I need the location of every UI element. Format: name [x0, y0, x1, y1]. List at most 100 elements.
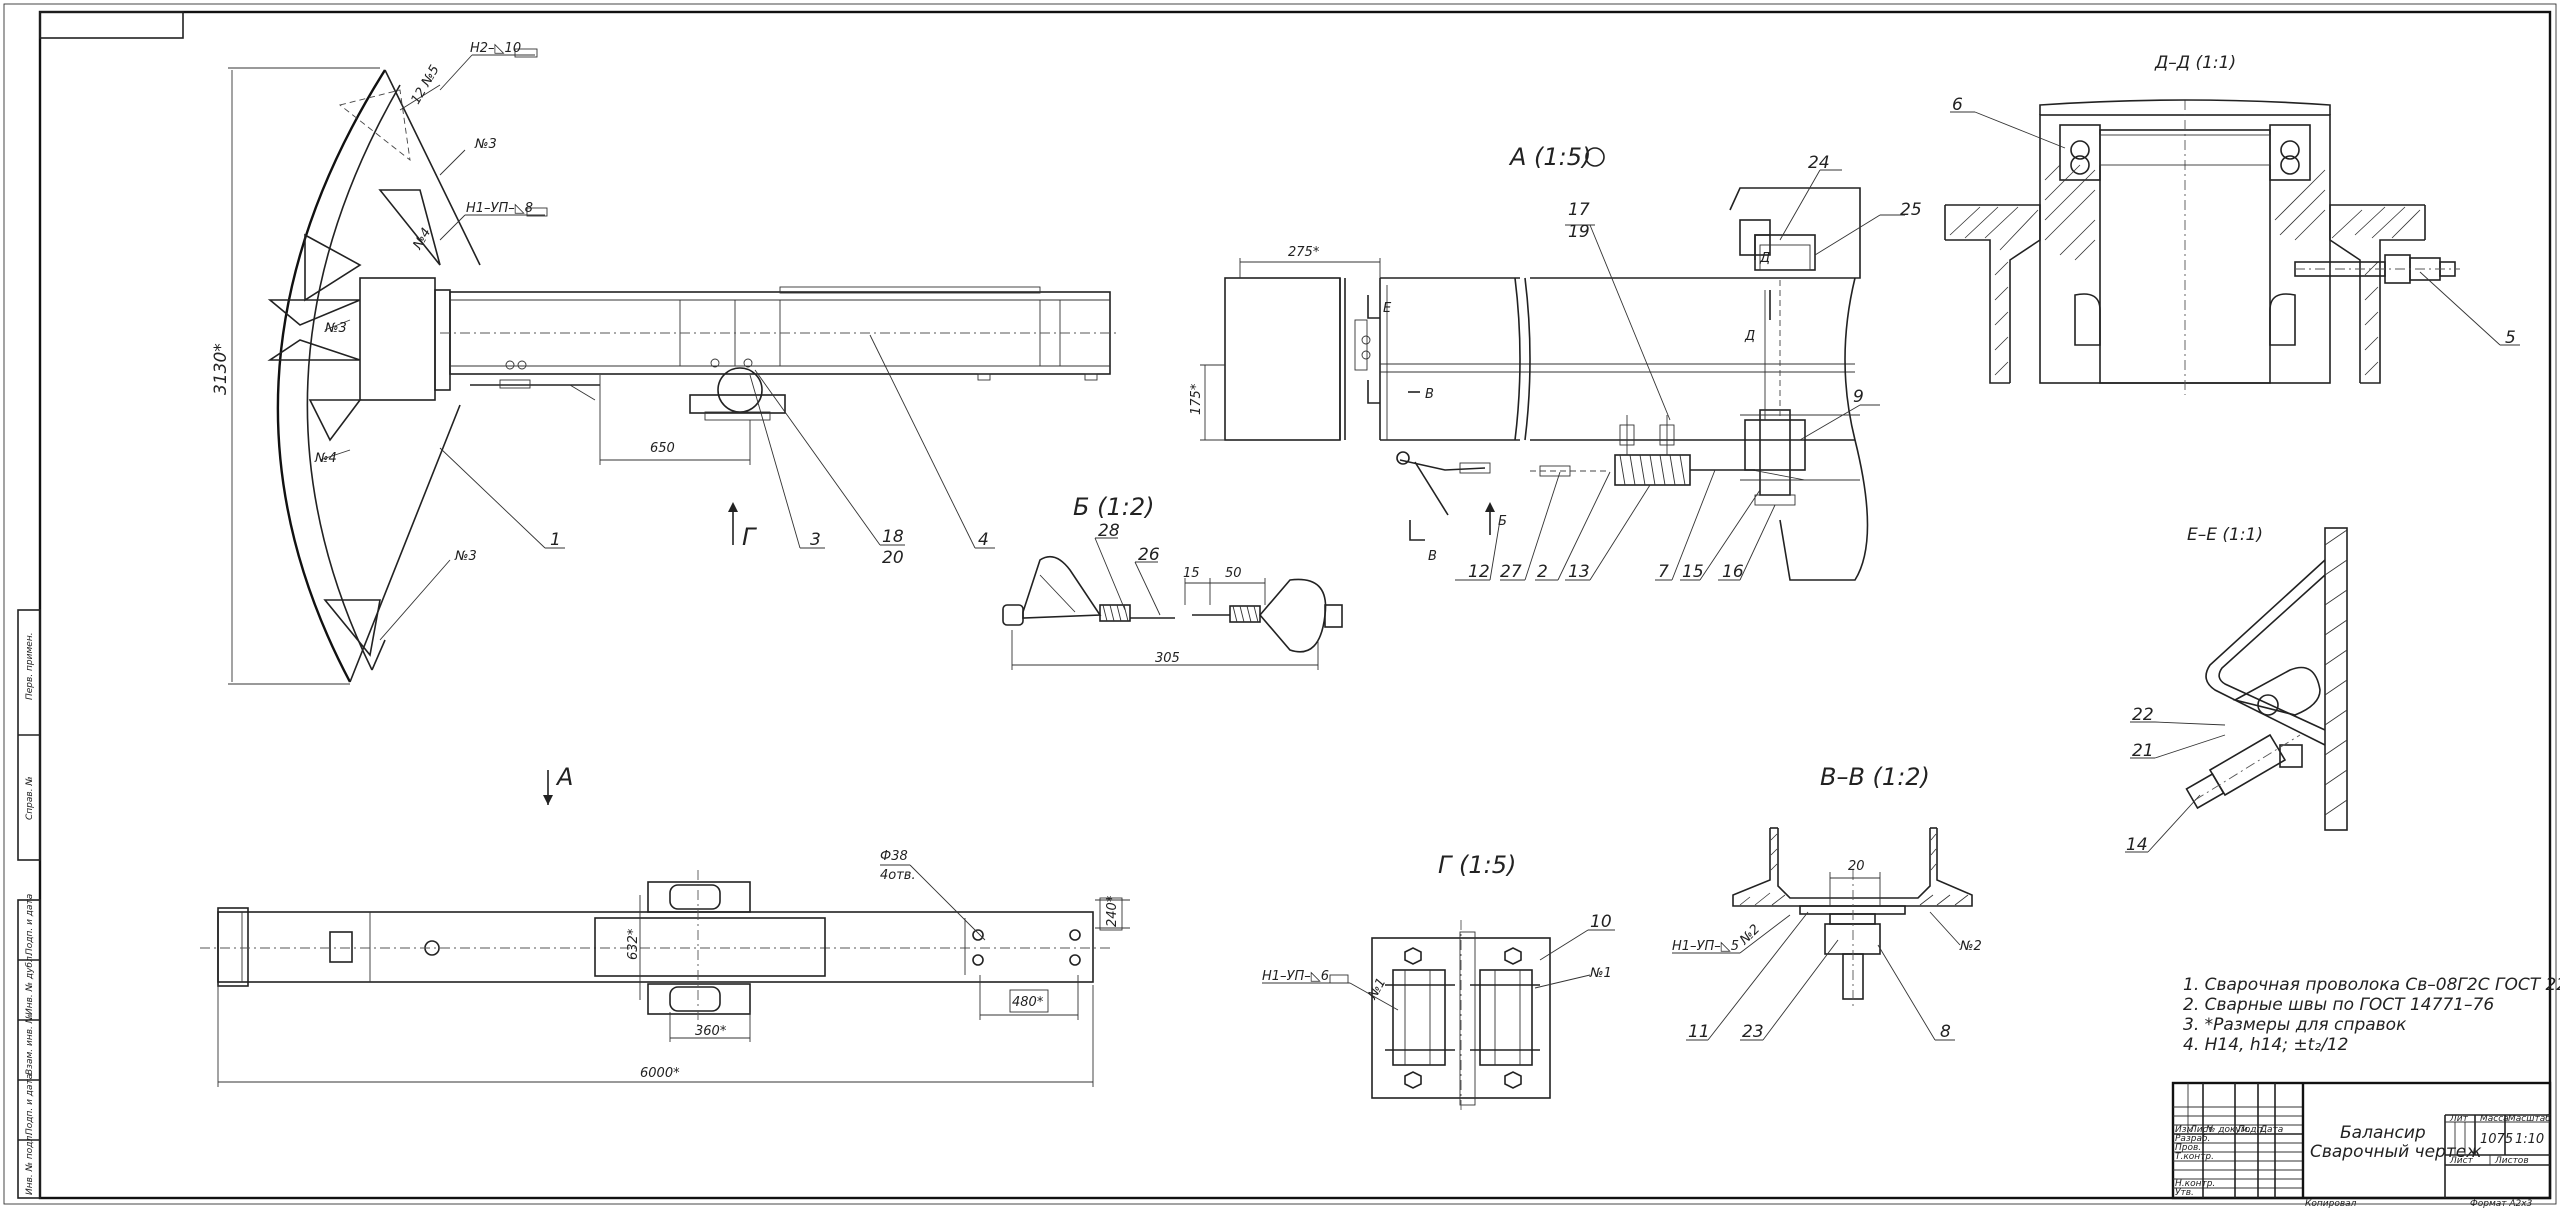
pos-25: 25 [1900, 200, 1922, 220]
view-a-title: А (1:5) [1508, 143, 1591, 171]
pos-28: 28 [1098, 521, 1120, 541]
pos-13: 13 [1568, 562, 1590, 582]
outer-frame [3, 3, 2557, 1205]
tb-row-utv: Утв. [2175, 1188, 2194, 1198]
section-vv-weld: Н1–УП–◺5 [1672, 939, 1739, 954]
tb-lit-header: Лит [2449, 1114, 2469, 1124]
arrow-d-2: Д [1744, 329, 1755, 344]
view-a: А (1:5) [1189, 143, 1922, 582]
pos-6: 6 [1952, 95, 1963, 115]
arrow-a-label: А [555, 763, 573, 791]
view-g-n1b: №1 [1589, 966, 1612, 981]
pos-22: 22 [2132, 705, 2154, 725]
pos-18: 18 [882, 527, 904, 547]
dim-50: 50 [1225, 566, 1242, 581]
pos-17: 17 [1568, 200, 1590, 220]
pos-11: 11 [1688, 1022, 1710, 1042]
tb-col-date: Дата [2259, 1125, 2283, 1135]
arrow-a: А [543, 763, 573, 805]
note-3: 3. *Размеры для справок [2183, 1015, 2407, 1035]
pos-10: 10 [1590, 912, 1612, 932]
weld-label-2: Н1–УП–◺8 [466, 201, 533, 216]
pos-27: 27 [1500, 562, 1522, 582]
arrow-g-label: Г [742, 523, 757, 551]
dim-20: 20 [1848, 859, 1865, 874]
tb-col-izm: Изм [2175, 1125, 2194, 1135]
tb-row-nkontr: Н.контр. [2175, 1179, 2215, 1189]
dim-632: 632* [626, 928, 641, 960]
tb-scale: 1:10 [2515, 1132, 2544, 1147]
dim-3130: 3130* [211, 343, 231, 395]
dim-hole: Ф38 [880, 849, 908, 864]
tb-mass-header: Масса [2480, 1114, 2509, 1124]
tb-title-2: Сварочный чертеж [2310, 1142, 2482, 1162]
pos-7: 7 [1658, 562, 1669, 582]
pos-3: 3 [810, 530, 821, 550]
side-stamp-2: Справ. № [25, 776, 35, 820]
arrow-d-1: Д [1759, 251, 1770, 266]
dim-15: 15 [1183, 566, 1200, 581]
side-stamp-1: Перв. примен. [25, 632, 35, 700]
side-stamp-5: Взам. инв. № [25, 1014, 35, 1075]
side-stamp-3: Подп. и дата [25, 894, 35, 955]
section-ee-title: Е–Е (1:1) [2187, 525, 2263, 545]
tb-col-doc: № докум. [2205, 1125, 2250, 1135]
bottom-view: Ф38 4отв. 632* 360* 480* 6000* 240* [200, 849, 1130, 1087]
dim-6000: 6000* [640, 1066, 680, 1081]
pos-4: 4 [978, 530, 989, 550]
profile-label-6: №3 [454, 549, 477, 564]
pos-15: 15 [1682, 562, 1704, 582]
dim-650: 650 [650, 441, 675, 456]
side-stamp-7: Инв. № подл. [25, 1133, 35, 1195]
section-ee: Е–Е (1:1) 22 21 14 [2125, 525, 2348, 855]
weld-label-1: Н2–◺10 [470, 41, 521, 56]
section-vv-n2b: №2 [1959, 939, 1982, 954]
dim-305: 305 [1155, 651, 1180, 666]
view-g-n1: №1 [1365, 976, 1389, 1003]
pos-5: 5 [2505, 328, 2516, 348]
pos-26: 26 [1138, 545, 1160, 565]
arrow-v-bottom: В [1428, 549, 1437, 564]
tb-col-sign: Подп. [2238, 1125, 2265, 1135]
tb-sheets: Листов [2494, 1156, 2529, 1166]
view-g-title: Г (1:5) [1438, 851, 1516, 879]
dim-240: 240* [1105, 895, 1120, 927]
arrow-b-label: Б [1498, 514, 1507, 529]
tb-sheet: Лист [2449, 1156, 2474, 1166]
section-vv: В–В (1:2) 20 Н1–УП–◺5 №2 №2 11 23 8 [1672, 763, 1982, 1042]
profile-label-1: 12 №5 [408, 63, 442, 107]
side-stamp-4: Инв. № дубл. [25, 953, 35, 1015]
pos-21: 21 [2132, 741, 2154, 761]
tb-row-prov: Пров. [2175, 1143, 2201, 1153]
view-g-weld: Н1–УП–◺6 [1262, 969, 1329, 984]
arrow-e-1: Е [1383, 301, 1392, 316]
tb-row-tkontr: Т.контр. [2175, 1152, 2214, 1162]
profile-label-2: №3 [474, 137, 497, 152]
tb-copied: Копировал [2305, 1199, 2357, 1208]
profile-label-4: №3 [324, 321, 347, 336]
pos-1: 1 [550, 530, 561, 550]
dim-360: 360* [695, 1024, 727, 1039]
section-dd-title: Д–Д (1:1) [2154, 53, 2236, 73]
view-b: Б (1:2) 15 50 305 28 26 [1002, 493, 1343, 670]
dim-175: 175* [1189, 383, 1204, 415]
pos-20: 20 [882, 548, 904, 568]
note-2: 2. Сварные швы по ГОСТ 14771–76 [2183, 995, 2494, 1015]
pos-14: 14 [2126, 835, 2148, 855]
pos-16: 16 [1722, 562, 1744, 582]
section-dd: Д–Д (1:1) 6 [1944, 53, 2520, 395]
tb-title-1: Балансир [2340, 1123, 2426, 1143]
pos-9: 9 [1853, 387, 1864, 407]
view-b-title: Б (1:2) [1073, 493, 1154, 521]
side-stamp-6: Подп. и дата [25, 1074, 35, 1135]
section-vv-title: В–В (1:2) [1820, 763, 1930, 791]
pos-19: 19 [1568, 222, 1590, 242]
section-vv-n2: №2 [1737, 922, 1764, 949]
tb-format: Формат А2х3 [2470, 1199, 2533, 1208]
tb-mass: 1075 [2480, 1132, 2513, 1147]
note-1: 1. Сварочная проволока Св–08Г2С ГОСТ 224… [2183, 975, 2560, 995]
note-4: 4. Н14, h14; ±t₂/12 [2183, 1035, 2348, 1055]
title-block: Лит Масса Масштаб 1075 1:10 Лист Листов … [2171, 1081, 2551, 1200]
profile-label-5: №4 [314, 451, 337, 466]
